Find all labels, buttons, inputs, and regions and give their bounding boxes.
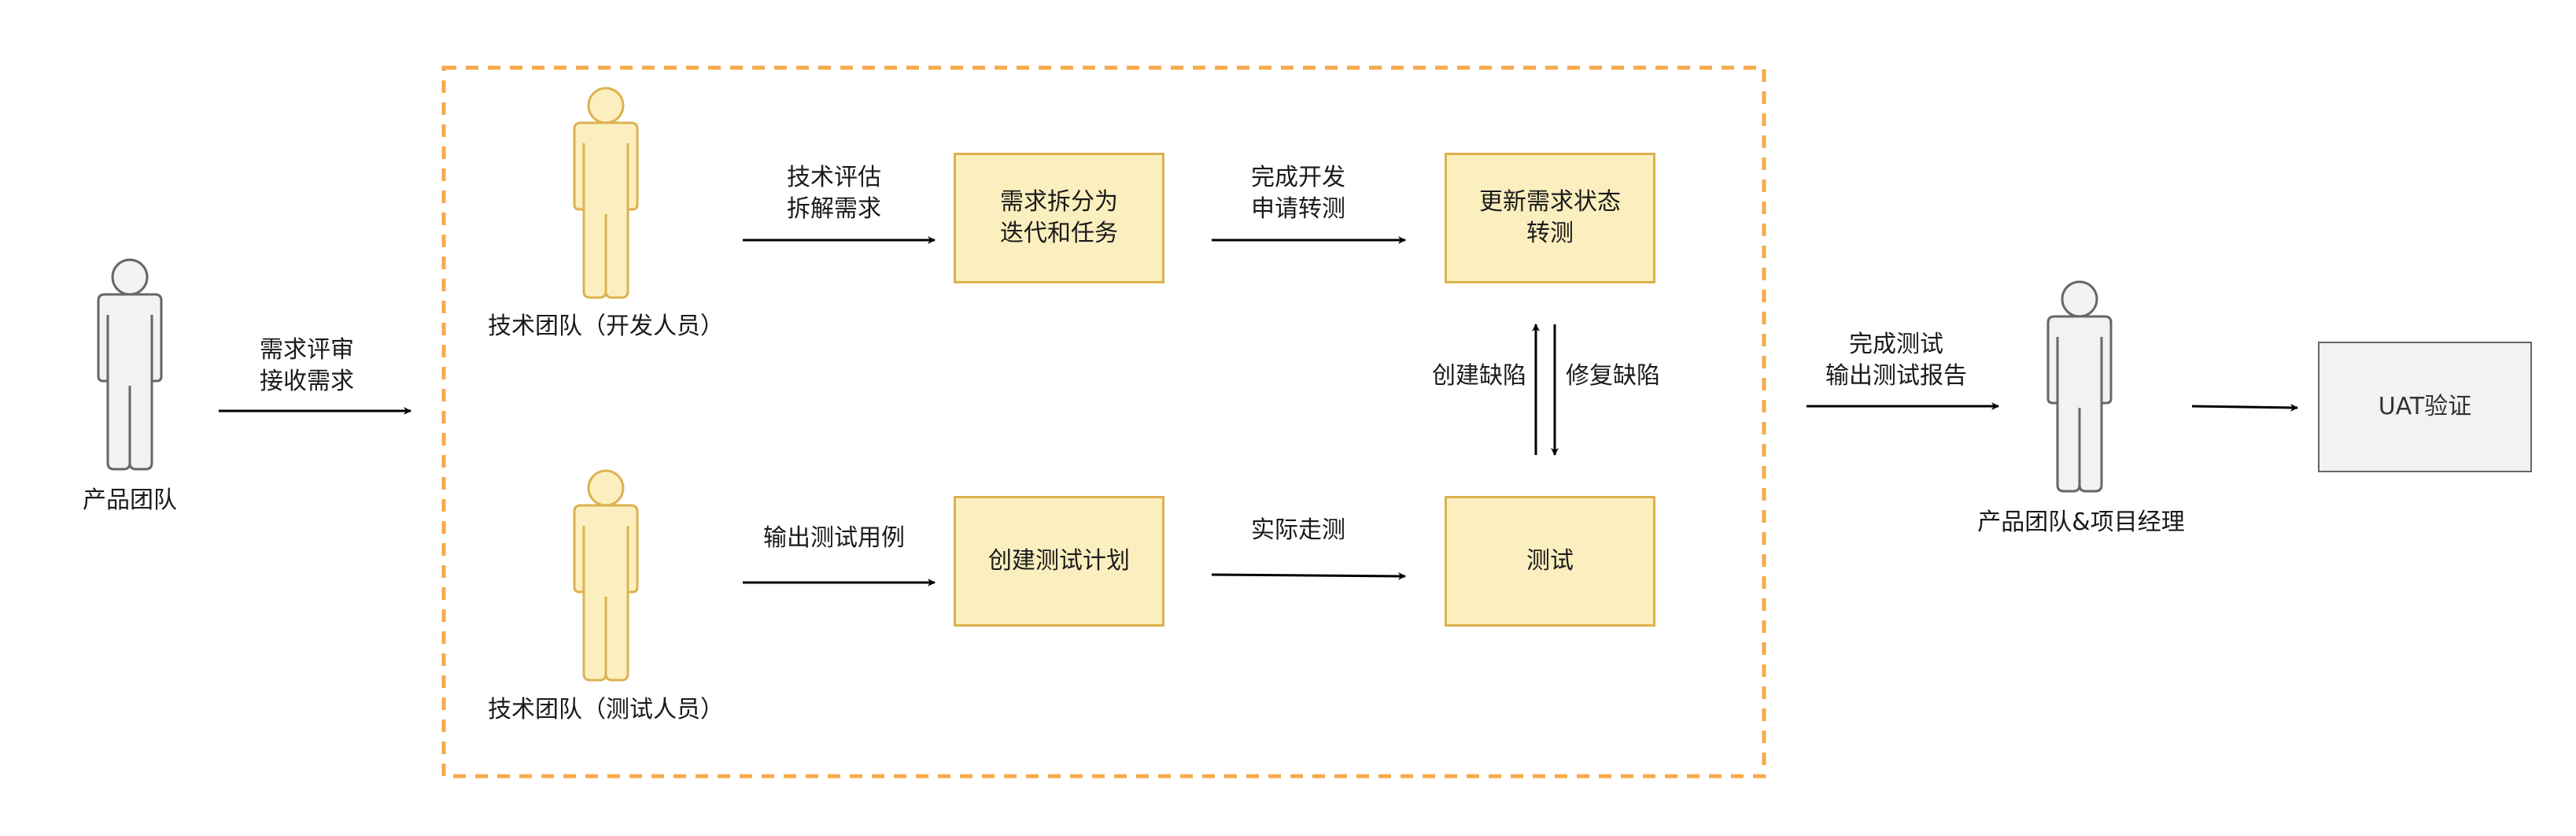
edge-label-review: 需求评审接收需求 (260, 336, 354, 395)
box-uat: UAT验证 (2318, 342, 2532, 472)
dev-team-label: 技术团队（开发人员） (488, 313, 724, 340)
product-team-person-icon (97, 258, 163, 471)
edge-label-create-defect: 创建缺陷 (1432, 362, 1526, 390)
tech-team-container (441, 65, 1766, 779)
box-test: 测试 (1445, 496, 1655, 627)
dev-team-person-icon (573, 87, 639, 299)
product-team-label: 产品团队 (83, 486, 177, 514)
test-team-person-icon (573, 469, 639, 682)
arrow-actual-test (1211, 572, 1406, 580)
pm-team-label: 产品团队&项目经理 (1977, 509, 2185, 536)
edge-label-output-cases: 输出测试用例 (763, 524, 905, 552)
box-split-iterations: 需求拆分为迭代和任务 (954, 153, 1164, 283)
edge-label-actual-test: 实际走测 (1251, 516, 1345, 544)
edge-label-tech-eval: 技术评估拆解需求 (787, 164, 881, 223)
box-update-status: 更新需求状态转测 (1445, 153, 1655, 283)
edge-label-fix-defect: 修复缺陷 (1566, 362, 1660, 390)
arrow-to-uat (2191, 403, 2298, 412)
box-test-plan: 创建测试计划 (954, 496, 1164, 627)
edge-label-test-done: 完成测试输出测试报告 (1825, 331, 1967, 390)
edge-label-dev-done: 完成开发申请转测 (1251, 164, 1345, 223)
test-team-label: 技术团队（测试人员） (488, 696, 724, 723)
pm-team-person-icon (2046, 280, 2113, 493)
